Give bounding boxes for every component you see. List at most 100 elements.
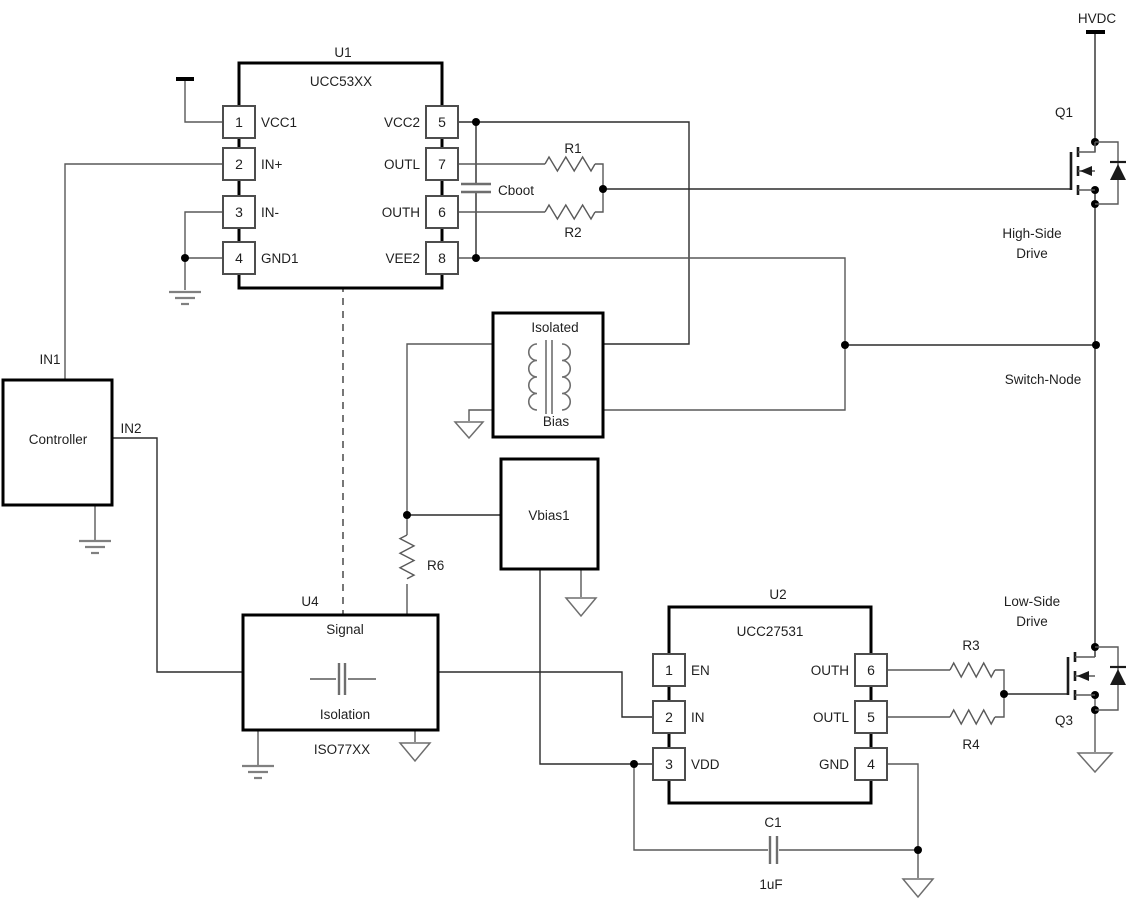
wire-in1: [64, 163, 223, 380]
component-u2: U2 UCC27531 1 2 3 EN IN VDD 6 5 4 OUTH O…: [652, 587, 888, 805]
vbias1-label: Vbias1: [528, 508, 569, 523]
chassis-ground-icon-u4: [398, 742, 432, 763]
resistor-r4: [949, 708, 996, 726]
chassis-ground-icon-vbias: [564, 597, 598, 618]
u1-pin6-label: OUTH: [382, 205, 420, 220]
u1-pin7-box: [425, 147, 459, 181]
q1-note-line1: High-Side: [1002, 226, 1061, 241]
u2-pin3-num: 3: [665, 756, 673, 772]
u2-pin5-num: 5: [867, 709, 875, 725]
xfmr-primary-coil-icon: [528, 343, 538, 411]
u2-pin2-label: IN: [691, 710, 705, 725]
xfmr-secondary-coil-icon: [561, 343, 571, 411]
q3-body-arrow-icon: [1077, 671, 1089, 681]
u2-pin1-box: [652, 653, 686, 687]
u1-pin4-box: [222, 241, 256, 275]
u2-pin4-box: [854, 747, 888, 781]
u2-pin4-label: GND: [819, 757, 849, 772]
resistor-r6: [398, 534, 416, 580]
wire-vee2: [458, 257, 846, 411]
u1-pin3-box: [222, 195, 256, 229]
u1-pin6-num: 6: [438, 204, 446, 220]
r4-label: R4: [962, 737, 980, 752]
earth-ground-icon-u1: [169, 290, 201, 306]
u1-pin1-box: [222, 105, 256, 139]
u1-pin2-box: [222, 147, 256, 181]
u1-pin5-label: VCC2: [384, 115, 420, 130]
component-bias-transformer: Isolated Bias: [491, 311, 605, 439]
component-vbias1: Vbias1: [499, 457, 600, 571]
u1-pin7-num: 7: [438, 156, 446, 172]
controller-label: Controller: [29, 432, 88, 447]
u2-pin1-num: 1: [665, 662, 673, 678]
wire-r2-out: [595, 189, 604, 213]
u2-pin6-num: 6: [867, 662, 875, 678]
u2-pin4-num: 4: [867, 756, 875, 772]
resistor-r2: [544, 203, 596, 221]
component-controller: Controller IN1 IN2: [1, 352, 142, 507]
junction-dots: [181, 118, 1100, 854]
u1-pin4-label: GND1: [261, 251, 299, 266]
r6-label: R6: [427, 558, 444, 573]
u2-pin2-box: [652, 700, 686, 734]
q1-drain-lead: [1078, 142, 1096, 153]
wire-u4-out: [438, 671, 653, 718]
u1-pin7-label: OUTL: [384, 157, 420, 172]
q3-note-line2: Drive: [1016, 614, 1048, 629]
u1-part: UCC53XX: [310, 74, 372, 89]
u2-pin6-box: [854, 653, 888, 687]
u2-ref: U2: [769, 587, 786, 602]
u2-pin5-label: OUTL: [813, 710, 849, 725]
q1-note-line2: Drive: [1016, 246, 1048, 261]
u1-pin5-num: 5: [438, 114, 446, 130]
controller-body: [1, 378, 114, 507]
net-label-switch-node: Switch-Node: [1005, 372, 1082, 387]
q1-ref: Q1: [1055, 105, 1073, 120]
r3-label: R3: [962, 638, 979, 653]
net-label-hvdc: HVDC: [1078, 11, 1117, 26]
earth-ground-icon-controller: [79, 539, 111, 555]
q1-body-arrow-icon: [1080, 166, 1092, 176]
u2-pin2-num: 2: [665, 709, 673, 725]
wire-u2-gnd: [887, 763, 919, 878]
u1-pin4-num: 4: [235, 250, 243, 266]
chassis-ground-icon-q3: [1076, 752, 1114, 774]
u1-ref: U1: [334, 45, 351, 60]
u4-label-isolation: Isolation: [320, 707, 370, 722]
u1-pin8-box: [425, 241, 459, 275]
u2-pin6-label: OUTH: [811, 663, 849, 678]
resistor-r1: [544, 155, 596, 173]
wire-in2: [112, 437, 243, 673]
xfmr-label-bottom: Bias: [543, 414, 570, 429]
wire-vdd-c1: [633, 764, 768, 851]
resistor-r3: [949, 661, 996, 679]
u4-ref: U4: [301, 594, 319, 609]
net-label-in1: IN1: [39, 352, 60, 367]
component-q3: [1066, 646, 1126, 711]
u4-part: ISO77XX: [314, 742, 370, 757]
u1-pin3-label: IN-: [261, 205, 279, 220]
u4-isolation-cap-icon: [310, 663, 376, 695]
capacitor-cboot: [461, 182, 491, 194]
u1-pin3-num: 3: [235, 204, 243, 220]
vbias1-body: [499, 457, 600, 571]
u1-pin6-box: [425, 195, 459, 229]
u2-pin1-label: EN: [691, 663, 710, 678]
chassis-ground-icon-xfmr: [453, 421, 485, 440]
r2-label: R2: [564, 225, 581, 240]
q3-note-line1: Low-Side: [1004, 594, 1060, 609]
wires: [64, 32, 1096, 878]
u1-pin8-label: VEE2: [385, 251, 420, 266]
c1-label: C1: [764, 815, 781, 830]
q1-body-diode-icon: [1110, 164, 1126, 180]
wire-r1-out: [595, 163, 604, 189]
q3-ref: Q3: [1055, 713, 1073, 728]
chassis-ground-icon-c1: [901, 878, 935, 899]
c1-value: 1uF: [759, 877, 782, 892]
u4-body: [241, 613, 440, 732]
xfmr-label-top: Isolated: [531, 320, 578, 335]
u1-pin1-label: VCC1: [261, 115, 297, 130]
u1-pin1-num: 1: [235, 114, 243, 130]
